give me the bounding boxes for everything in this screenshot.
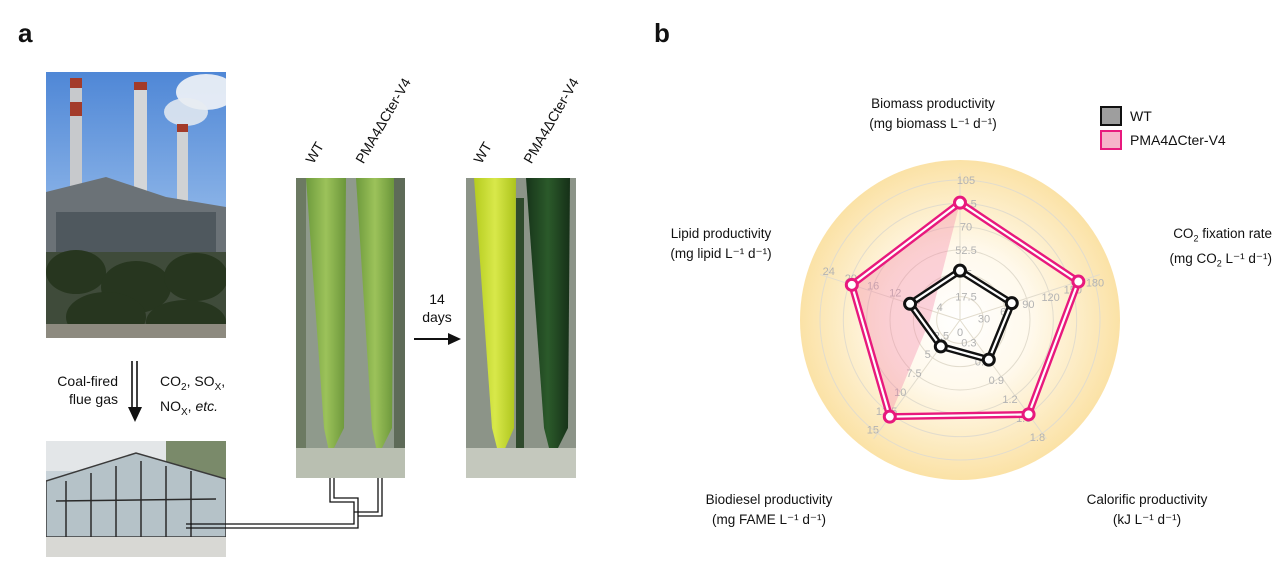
duration-arrow (414, 332, 462, 351)
radar-point-mutant (1021, 407, 1036, 422)
flue-gas-label-line2: flue gas (68, 391, 118, 407)
legend: WT PMA4ΔCter-V4 (1100, 104, 1226, 152)
radar-point-wt (1004, 296, 1019, 311)
legend-item-wt: WT (1100, 104, 1226, 128)
radar-point-wt (903, 296, 918, 311)
radar-tick-label: 10 (894, 387, 906, 399)
axis-title-co2: CO2 fixation rate (mg CO2 L⁻¹ d⁻¹) (1142, 224, 1272, 273)
radar-tick-label: 7.5 (906, 368, 921, 380)
radar-tick-label: 180 (1086, 277, 1104, 289)
tubes-day0-photo (296, 178, 405, 478)
legend-item-mutant: PMA4ΔCter-V4 (1100, 128, 1226, 152)
axis-title-biomass-line1: Biomass productivity (871, 96, 995, 111)
radar-tick-label: 70 (960, 222, 972, 234)
radar-tick-label: 0.9 (989, 375, 1004, 387)
radar-tick-label: 0.3 (961, 337, 976, 349)
axis-title-biodiesel-line1: Biodiesel productivity (705, 492, 833, 507)
radar-tick-label: 12 (889, 288, 901, 300)
radar-point-mutant (844, 277, 859, 292)
tubes-day14-photo (466, 178, 576, 478)
legend-label-mutant: PMA4ΔCter-V4 (1130, 132, 1226, 148)
axis-title-calorific: Calorific productivity (kJ L⁻¹ d⁻¹) (1062, 490, 1232, 530)
panel-b-letter: b (654, 18, 670, 48)
axis-title-biodiesel-line2: (mg FAME L⁻¹ d⁻¹) (711, 512, 826, 527)
legend-label-wt: WT (1130, 108, 1152, 124)
radar-point-mutant (953, 195, 967, 210)
flue-gas-label-line1: Coal-fired (57, 373, 118, 389)
tube-label-mutant-before: PMA4ΔCter-V4 (352, 75, 414, 166)
radar-tick-label: 24 (823, 266, 835, 278)
axis-title-calorific-line1: Calorific productivity (1086, 492, 1208, 507)
radar-series-inner-wt (908, 269, 1013, 361)
radar-tick-label: 1.8 (1030, 432, 1045, 444)
radar-tick-label: 4 (937, 302, 943, 314)
radar-chart: 17.53552.57087.51053060901201501800.30.6… (800, 160, 1120, 480)
radar-highlight-area (851, 202, 960, 417)
flow-down-arrow (127, 361, 143, 428)
radar-point-wt (953, 263, 967, 278)
gases-line1: CO2, SOX, (160, 373, 226, 393)
axis-title-co2-line1: CO2 fixation rate (1173, 226, 1272, 244)
axis-title-lipid-line1: Lipid productivity (670, 226, 772, 241)
power-plant-photo (46, 72, 226, 338)
radar-point-mutant (1071, 274, 1086, 289)
radar-point-mutant (882, 409, 897, 424)
axis-title-biomass: Biomass productivity (mg biomass L⁻¹ d⁻¹… (833, 94, 1033, 134)
legend-swatch-mutant (1100, 130, 1122, 150)
axis-title-co2-line2: (mg CO2 L⁻¹ d⁻¹) (1169, 250, 1272, 269)
axis-title-biomass-line2: (mg biomass L⁻¹ d⁻¹) (869, 116, 997, 131)
radar-tick-label: 120 (1041, 292, 1059, 304)
legend-swatch-wt (1100, 106, 1122, 126)
radar-tick-label: 30 (978, 313, 990, 325)
radar-point-wt (933, 339, 948, 354)
gases-line2: NOX, etc. (160, 397, 219, 418)
radar-tick-label: 105 (957, 175, 975, 187)
tube-label-wt-after: WT (470, 139, 495, 166)
greenhouse-photo (46, 441, 226, 557)
radar-tick-label: 16 (867, 280, 879, 292)
radar-series-inner-mutant (850, 201, 1080, 418)
axis-title-lipid: Lipid productivity (mg lipid L⁻¹ d⁻¹) (646, 224, 796, 264)
gases-label: CO2, SOX, NOX, etc. (160, 372, 225, 422)
radar-tick-label: 17.5 (955, 292, 976, 304)
axis-title-lipid-line2: (mg lipid L⁻¹ d⁻¹) (670, 246, 772, 261)
radar-tick-label: 1.2 (1002, 394, 1017, 406)
duration-number: 14 (429, 291, 445, 307)
radar-tick-label: 90 (1022, 299, 1034, 311)
tube-label-mutant-after: PMA4ΔCter-V4 (520, 75, 582, 166)
duration-unit: days (422, 309, 452, 325)
panel-a-letter: a (18, 18, 33, 48)
radar-tick-label: 5 (925, 349, 931, 361)
radar-point-wt (981, 352, 996, 367)
flue-gas-label: Coal-fired flue gas (30, 372, 118, 408)
radar-tick-label: 52.5 (955, 245, 976, 257)
radar-center-label: 0 (957, 327, 963, 339)
axis-title-calorific-line2: (kJ L⁻¹ d⁻¹) (1112, 512, 1182, 527)
axis-title-biodiesel: Biodiesel productivity (mg FAME L⁻¹ d⁻¹) (684, 490, 854, 530)
radar-tick-label: 15 (867, 425, 879, 437)
radar-spoke (820, 274, 961, 321)
duration-label: 14 days (412, 290, 462, 326)
tube-label-wt-before: WT (302, 139, 327, 166)
